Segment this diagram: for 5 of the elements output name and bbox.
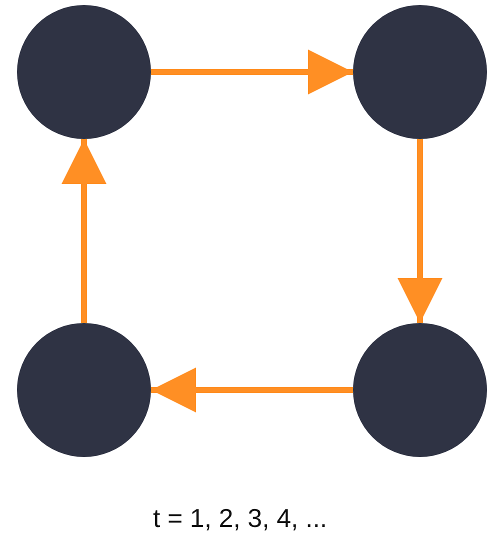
arrow — [151, 50, 353, 94]
arrow — [151, 368, 353, 412]
time-steps-label: t = 1, 2, 3, 4, ... — [153, 503, 328, 534]
arrow — [62, 139, 106, 323]
arrow — [398, 139, 442, 323]
